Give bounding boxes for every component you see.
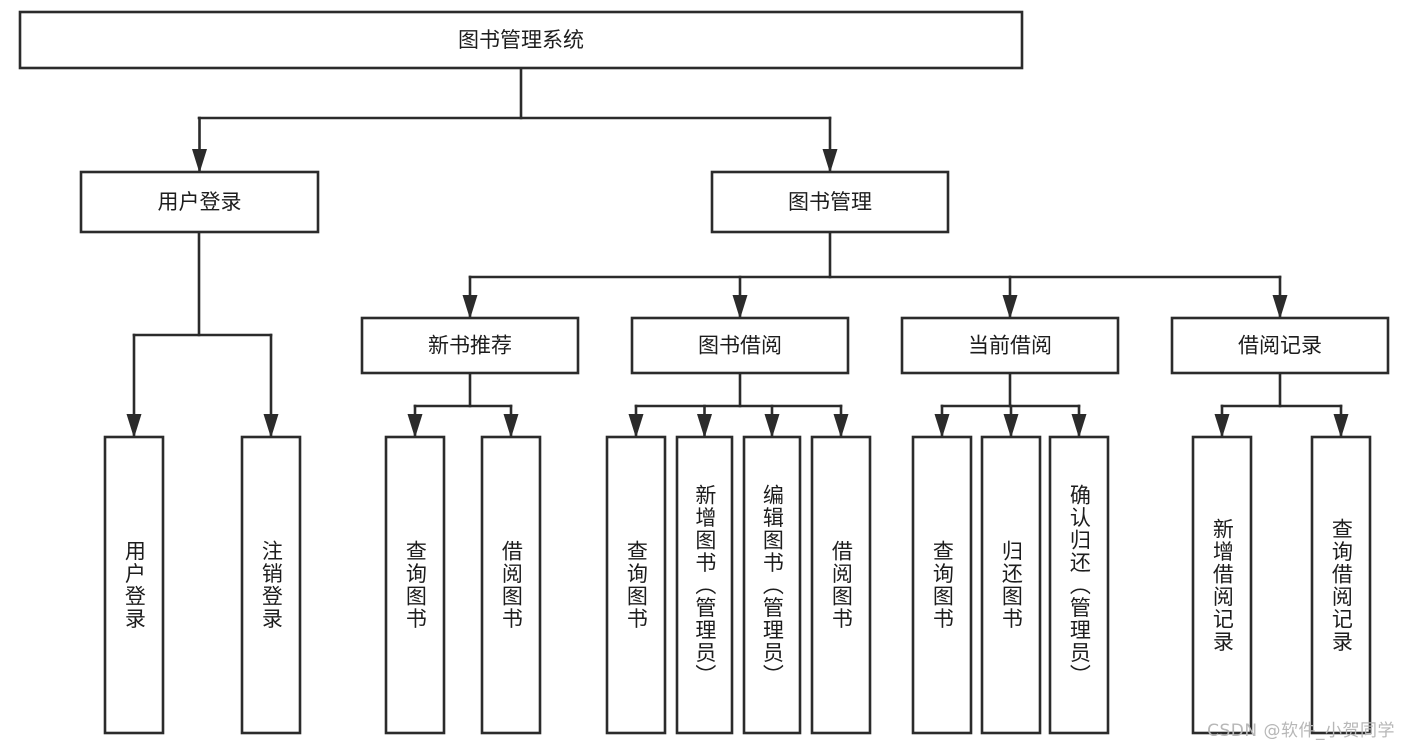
node-label-root: 图书管理系统 (458, 28, 584, 52)
node-box-leaf-rec-borrow-book[interactable] (480, 435, 542, 735)
node-label-book-manage: 图书管理 (788, 190, 872, 214)
arrow-current-borrow (1002, 295, 1018, 319)
node-box-leaf-bb-add-book[interactable] (675, 435, 734, 735)
arrow-borrow-record (1272, 295, 1288, 319)
node-box-new-book-rec[interactable] (360, 316, 580, 375)
arrow-new-book-rec (462, 295, 478, 319)
node-label-current-borrow: 当前借阅 (968, 334, 1052, 358)
arrow-leaf-rec-borrow-book (503, 414, 519, 438)
node-box-leaf-bb-borrow-book[interactable] (810, 435, 872, 735)
arrow-leaf-user-logout (263, 414, 279, 438)
connector-layer (126, 66, 1349, 438)
node-box-leaf-cb-return-book[interactable] (980, 435, 1042, 735)
node-layer (18, 10, 1390, 735)
node-box-leaf-rec-query-book[interactable] (384, 435, 446, 735)
arrow-leaf-bb-edit-book (764, 414, 780, 438)
node-box-leaf-cb-query-book[interactable] (911, 435, 973, 735)
node-label-book-borrow: 图书借阅 (698, 334, 782, 358)
node-box-leaf-br-add-record[interactable] (1191, 435, 1253, 735)
arrow-leaf-bb-borrow-book (833, 414, 849, 438)
node-box-leaf-cb-confirm-return[interactable] (1048, 435, 1110, 735)
arrow-leaf-user-login (126, 414, 142, 438)
node-box-leaf-user-login[interactable] (103, 435, 165, 735)
node-box-root[interactable] (18, 10, 1024, 70)
node-label-borrow-record: 借阅记录 (1238, 334, 1322, 358)
node-box-leaf-bb-query-book[interactable] (605, 435, 667, 735)
arrow-leaf-cb-query-book (934, 414, 950, 438)
arrow-book-borrow (732, 295, 748, 319)
node-box-user-login[interactable] (79, 170, 320, 234)
node-box-borrow-record[interactable] (1170, 316, 1390, 375)
arrow-user-login (192, 149, 207, 173)
node-box-book-manage[interactable] (710, 170, 950, 234)
arrow-leaf-bb-add-book (697, 414, 712, 438)
node-label-user-login: 用户登录 (158, 190, 242, 214)
arrow-leaf-br-add-record (1214, 414, 1230, 438)
arrow-leaf-rec-query-book (407, 414, 423, 438)
arrow-leaf-cb-return-book (1003, 414, 1019, 438)
arrow-leaf-br-query-record (1333, 414, 1349, 438)
arrow-leaf-cb-confirm-return (1071, 414, 1087, 438)
node-label-new-book-rec: 新书推荐 (428, 334, 512, 358)
node-box-leaf-br-query-record[interactable] (1310, 435, 1372, 735)
arrow-leaf-bb-query-book (628, 414, 644, 438)
node-box-book-borrow[interactable] (630, 316, 850, 375)
watermark-text: CSDN @软件_小贺同学 (1207, 721, 1395, 741)
node-box-leaf-bb-edit-book[interactable] (742, 435, 802, 735)
node-box-leaf-user-logout[interactable] (240, 435, 302, 735)
arrow-book-manage (822, 149, 838, 173)
node-box-current-borrow[interactable] (900, 316, 1120, 375)
